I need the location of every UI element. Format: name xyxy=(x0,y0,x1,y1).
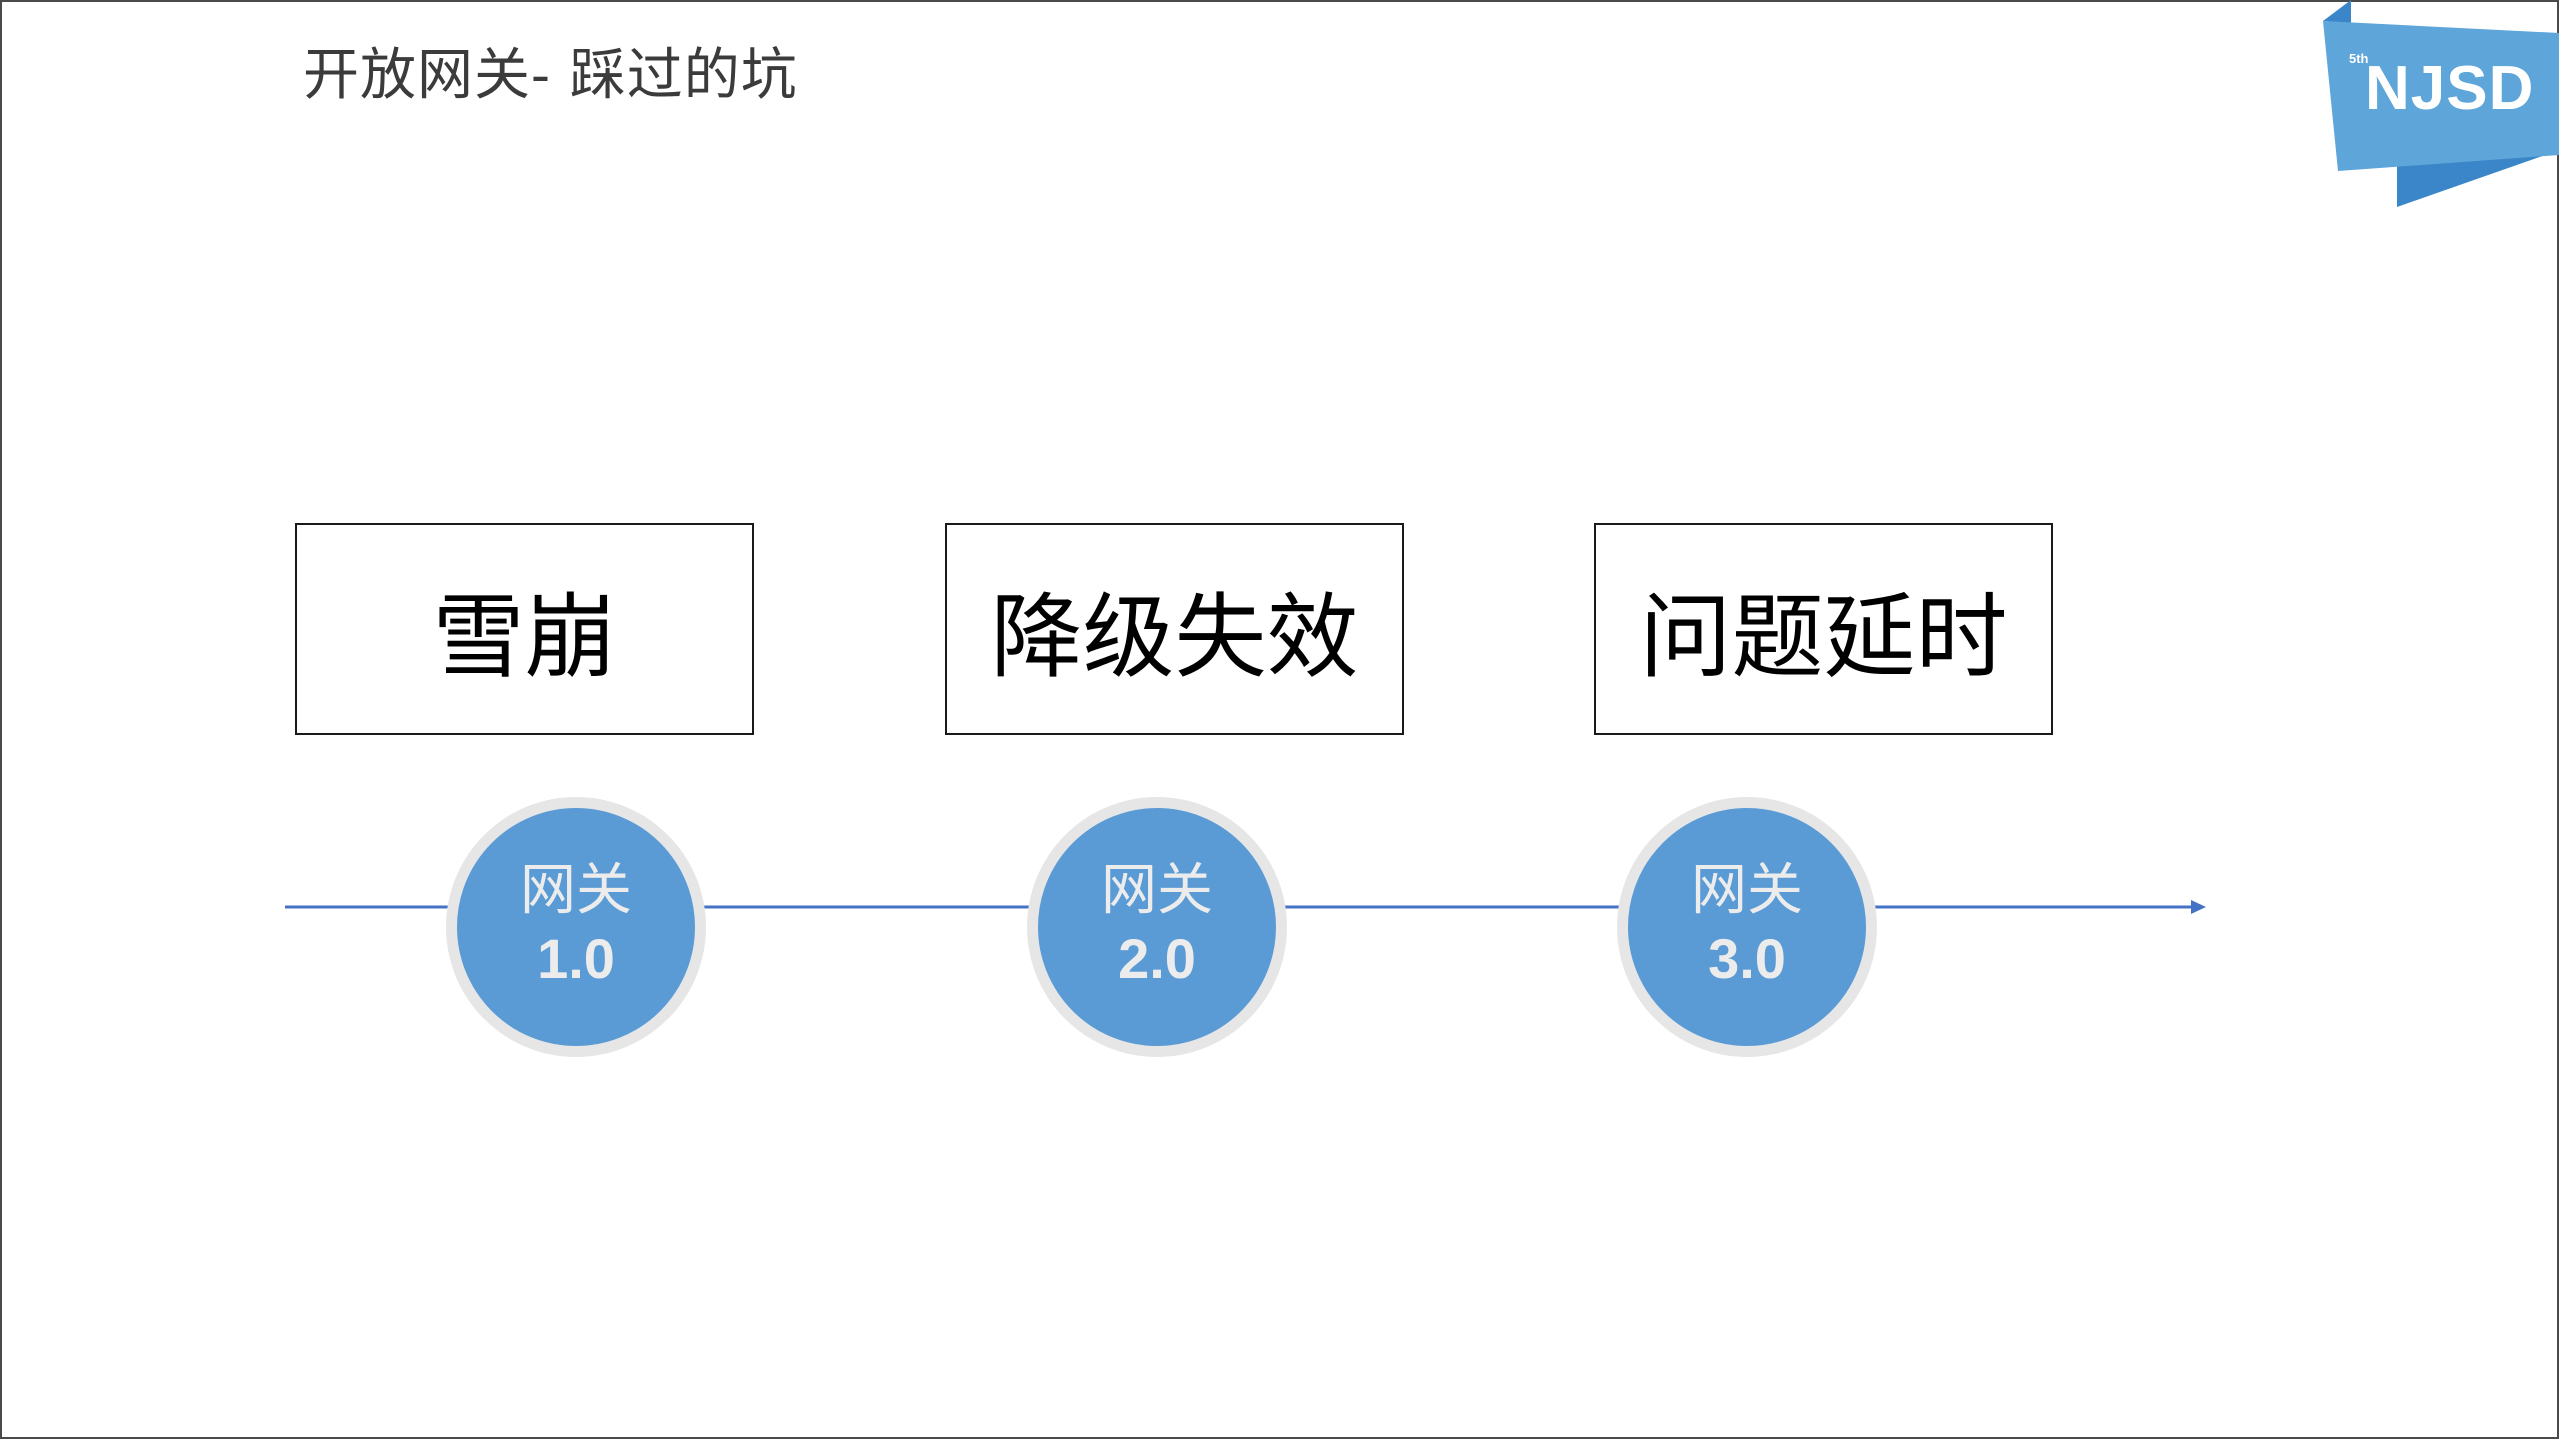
stage-gateway-3: 网关 3.0 xyxy=(1617,797,1877,1057)
njsd-logo xyxy=(2300,0,2559,220)
issue-box-avalanche: 雪崩 xyxy=(295,523,754,735)
stage-version: 1.0 xyxy=(537,927,615,990)
arrow-head-icon xyxy=(2191,900,2206,914)
slide-title: 开放网关- 踩过的坑 xyxy=(303,43,798,108)
issue-label: 降级失效 xyxy=(990,583,1359,691)
stage-label: 网关 xyxy=(1101,858,1213,923)
logo-text: NJSD xyxy=(2365,54,2535,123)
logo-superscript: 5th xyxy=(2349,51,2369,66)
issue-label: 雪崩 xyxy=(432,583,617,691)
issue-label: 问题延时 xyxy=(1639,583,2008,691)
issue-box-issue-delay: 问题延时 xyxy=(1594,523,2053,735)
stage-label: 网关 xyxy=(1691,858,1803,923)
stage-gateway-1: 网关 1.0 xyxy=(446,797,706,1057)
stage-version: 2.0 xyxy=(1118,927,1196,990)
stage-version: 3.0 xyxy=(1708,927,1786,990)
issue-box-degrade-failure: 降级失效 xyxy=(945,523,1404,735)
stage-label: 网关 xyxy=(520,858,632,923)
logo-banner-icon xyxy=(2323,0,2559,207)
stage-gateway-2: 网关 2.0 xyxy=(1027,797,1287,1057)
